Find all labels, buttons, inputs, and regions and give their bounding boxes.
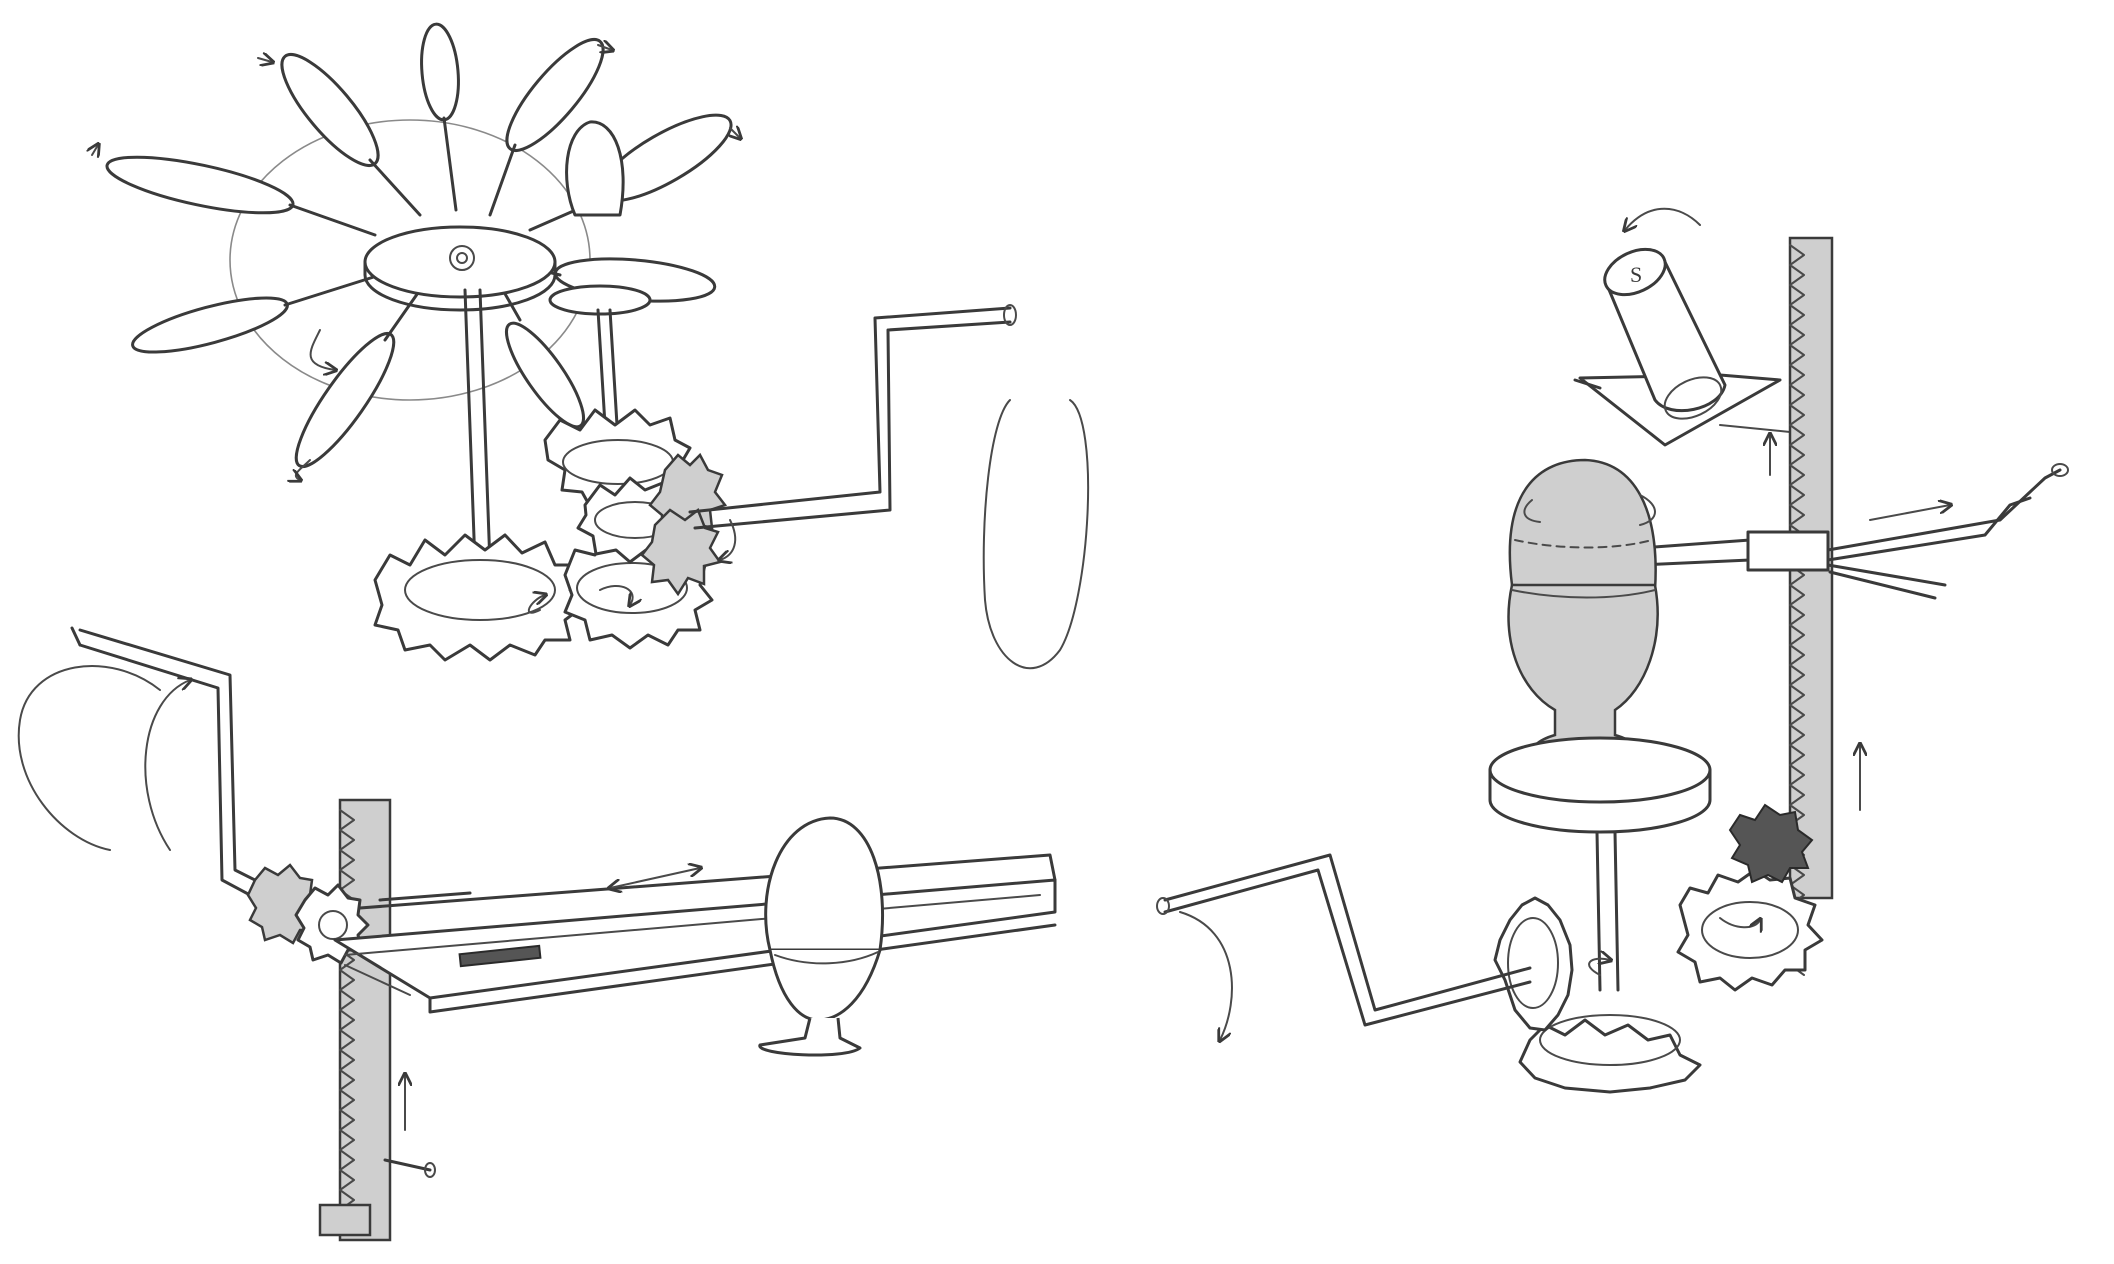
push-pin [383,1158,432,1172]
slide-arrow [610,868,700,888]
gear-train [373,408,728,662]
z-crank-handle [688,306,1012,514]
spoon-windmill-egg-whisk [92,22,1090,670]
vertical-gear-rack [318,798,392,1242]
spoon-blades [105,22,733,469]
salt-shaker-letter: S [1630,262,1642,287]
crank-rotation-loop [982,399,1090,670]
egg-cracker-salt-shaker: S [1156,207,2069,1094]
rack-pinion-egg-slider [17,626,1057,1242]
egg-on-cup [1507,458,1659,774]
z-crank-handle-2 [78,628,257,882]
crank-rotation-arrow-3 [1179,911,1233,1040]
z-crank-handle-3 [1163,853,1532,1012]
rotation-arrows [92,45,740,614]
egg-in-cup [758,816,884,1057]
rectangular-frame [333,853,1057,1014]
bevel-gear-train [1493,803,1824,1094]
salt-shaker: S [1573,247,1782,447]
pliers-arm [1638,463,2069,600]
vertical-shaft [463,288,477,567]
knob [565,120,625,217]
shaker-tilt-arrow [1625,207,1701,230]
